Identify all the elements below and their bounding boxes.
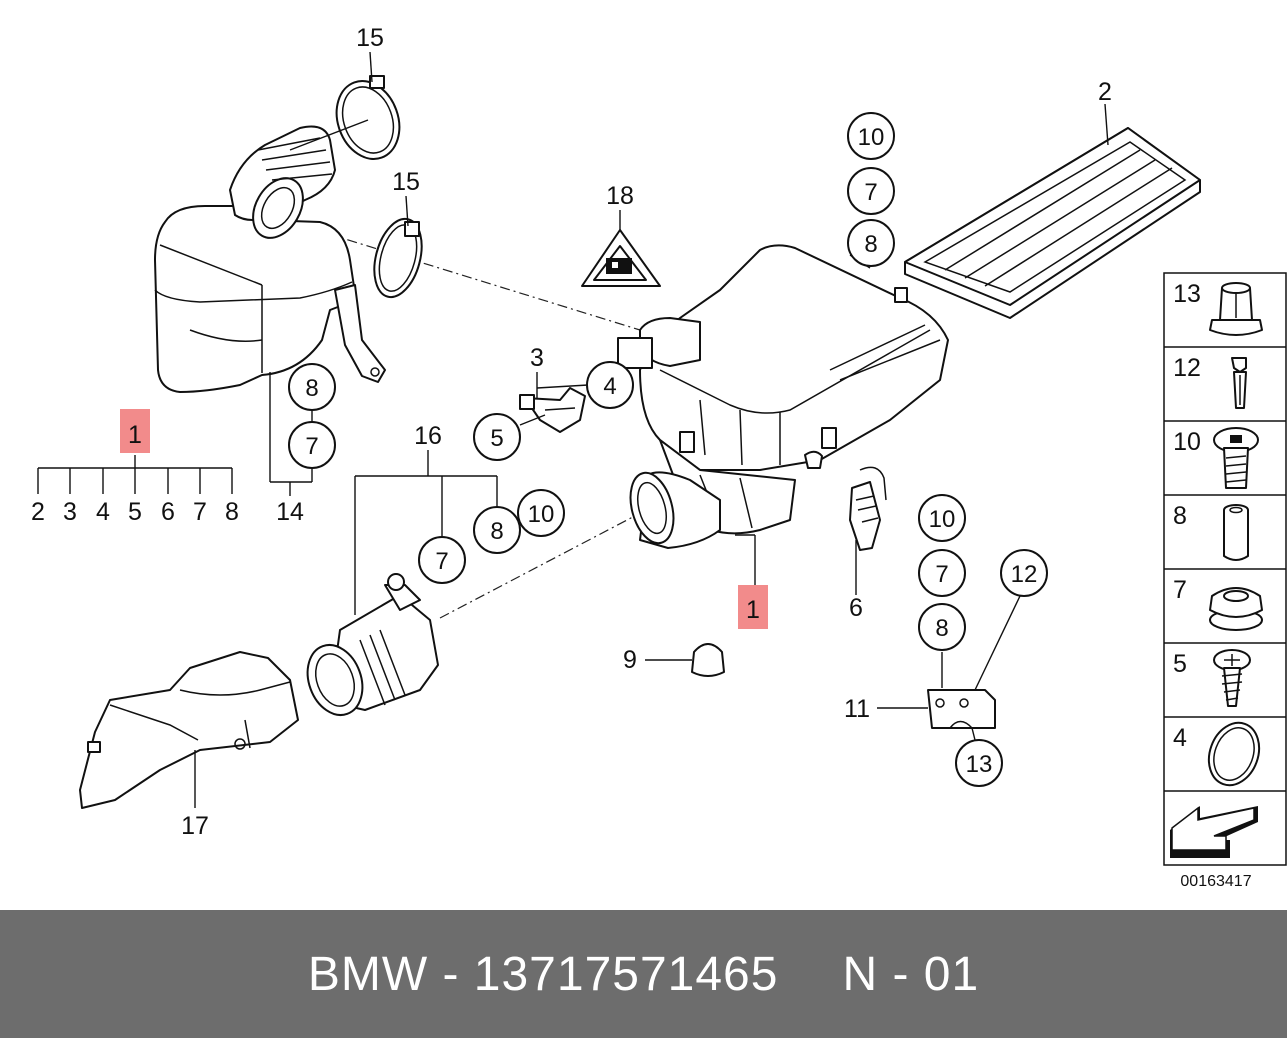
label-15-top: 15: [356, 24, 384, 52]
kit-item-3: 3: [63, 498, 77, 526]
svg-text:8: 8: [490, 518, 503, 545]
mass-air-flow-sensor: [519, 387, 586, 433]
hose-clamp-middle: [373, 217, 423, 299]
callout-8-mid: 8: [473, 506, 521, 554]
housing-label: 1: [746, 596, 760, 624]
footer-page: N - 01: [842, 947, 980, 1001]
intake-duct: [306, 573, 439, 716]
callout-8-left: 8: [288, 363, 336, 411]
svg-text:4: 4: [603, 373, 616, 400]
callout-10-mid: 10: [517, 489, 565, 537]
callout-4: 4: [586, 361, 634, 409]
svg-text:13: 13: [966, 751, 993, 778]
label-3: 3: [530, 344, 544, 372]
callout-5: 5: [473, 413, 521, 461]
nut-icon: [1209, 282, 1263, 336]
svg-text:10: 10: [858, 124, 885, 151]
intake-silencer: [154, 125, 386, 393]
svg-text:7: 7: [305, 433, 318, 460]
side-label-12: 12: [1173, 354, 1201, 382]
callout-7-right: 7: [918, 549, 966, 597]
spacer-sleeve-icon: [1223, 504, 1249, 561]
assembly-lines: [289, 221, 651, 619]
callout-7-left: 7: [288, 421, 336, 469]
warning-label: [581, 229, 661, 287]
callout-7-mid: 7: [418, 536, 466, 584]
callout-10-right: 10: [918, 494, 966, 542]
housing-highlight-box: [738, 585, 768, 629]
label-14: 14: [276, 498, 304, 526]
svg-text:5: 5: [490, 425, 503, 452]
leader-lines: [37, 51, 1109, 808]
kit-item-7: 7: [193, 498, 207, 526]
parts-diagram: 1 1 2 3 4 5 6 7 8 15 15 18 2 3 16 14 6 9…: [31, 24, 1287, 890]
callout-13: 13: [955, 739, 1003, 787]
label-2: 2: [1098, 78, 1112, 106]
self-tapping-screw-icon: [1213, 649, 1251, 707]
label-17: 17: [181, 812, 209, 840]
screw-icon: [1213, 427, 1259, 489]
side-parts-panel: 13 12 10 8 7 5 4: [1163, 272, 1287, 866]
svg-text:7: 7: [935, 561, 948, 588]
seal-ring-icon: [1207, 721, 1261, 787]
label-11: 11: [844, 695, 870, 723]
svg-text:12: 12: [1011, 561, 1038, 588]
rubber-mount: [691, 643, 725, 677]
footer-part-number: BMW - 13717571465: [307, 947, 779, 1001]
svg-text:8: 8: [864, 231, 877, 258]
diagram-id: 00163417: [1180, 873, 1251, 890]
callout-10-top: 10: [847, 112, 895, 160]
air-filter-element: [904, 127, 1201, 319]
label-18: 18: [606, 182, 634, 210]
connector-plug: [849, 466, 887, 551]
intake-snorkel: [79, 651, 299, 809]
callout-8-right: 8: [918, 603, 966, 651]
kit-highlight-box: [120, 409, 150, 453]
side-label-8: 8: [1173, 502, 1187, 530]
callout-8-top: 8: [847, 219, 895, 267]
callout-7-top: 7: [847, 167, 895, 215]
kit-item-5: 5: [128, 498, 142, 526]
callout-12: 12: [1000, 549, 1048, 597]
svg-text:8: 8: [305, 375, 318, 402]
kit-item-6: 6: [161, 498, 175, 526]
svg-text:10: 10: [929, 506, 956, 533]
kit-item-8: 8: [225, 498, 239, 526]
footer-bar: BMW - 13717571465 N - 01: [0, 910, 1287, 1038]
kit-label: 1: [128, 421, 142, 449]
air-filter-housing: [617, 244, 949, 549]
side-label-10: 10: [1173, 428, 1201, 456]
svg-text:8: 8: [935, 615, 948, 642]
side-label-5: 5: [1173, 650, 1187, 678]
svg-text:7: 7: [435, 548, 448, 575]
side-label-7: 7: [1173, 576, 1187, 604]
label-15-middle: 15: [392, 168, 420, 196]
kit-item-2: 2: [31, 498, 45, 526]
label-6: 6: [849, 594, 863, 622]
kit-item-labels: 2 3 4 5 6 7 8: [31, 498, 239, 526]
svg-text:7: 7: [864, 179, 877, 206]
direction-arrow-icon: [1170, 806, 1258, 858]
bracket: [927, 689, 996, 729]
label-16: 16: [414, 422, 442, 450]
side-label-4: 4: [1173, 724, 1187, 752]
rivet-icon: [1231, 357, 1247, 409]
kit-item-4: 4: [96, 498, 110, 526]
side-label-13: 13: [1173, 280, 1201, 308]
grommet-icon: [1209, 587, 1263, 631]
label-9: 9: [623, 646, 637, 674]
svg-text:10: 10: [528, 501, 555, 528]
